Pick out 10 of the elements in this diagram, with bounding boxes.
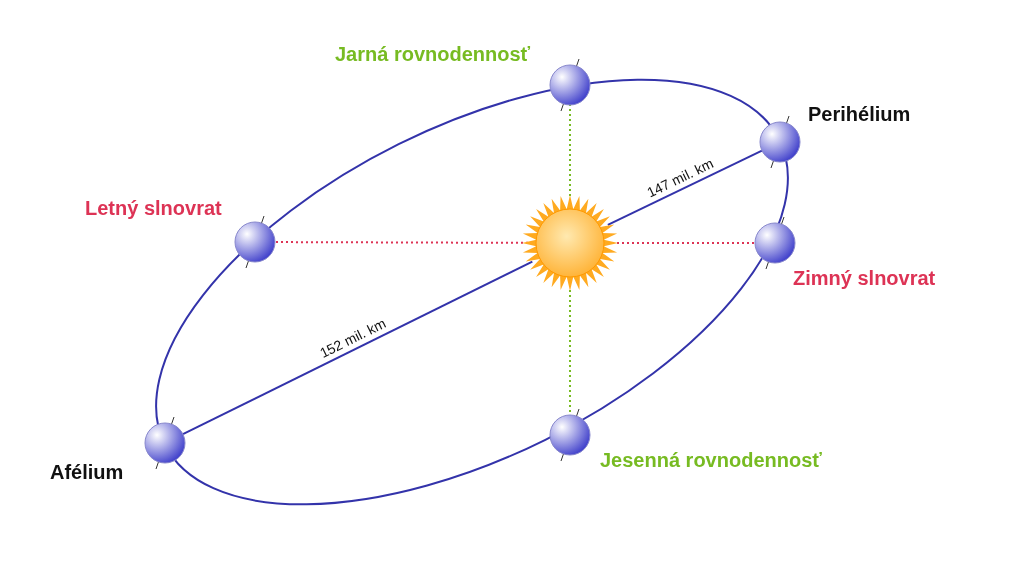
position-label: Afélium bbox=[50, 460, 124, 484]
position-label: Jesenná rovnodennosť bbox=[600, 448, 822, 472]
position-label: Zimný slnovrat bbox=[793, 266, 936, 290]
position-label: Perihélium bbox=[808, 102, 911, 126]
connector-line bbox=[181, 260, 534, 436]
position-label: Jarná rovnodennosť bbox=[335, 42, 531, 66]
connector-line bbox=[606, 149, 763, 226]
edge-label: 147 mil. km bbox=[644, 155, 716, 201]
edge-label: 152 mil. km bbox=[317, 315, 389, 362]
position-label: Letný slnovrat bbox=[85, 196, 222, 220]
